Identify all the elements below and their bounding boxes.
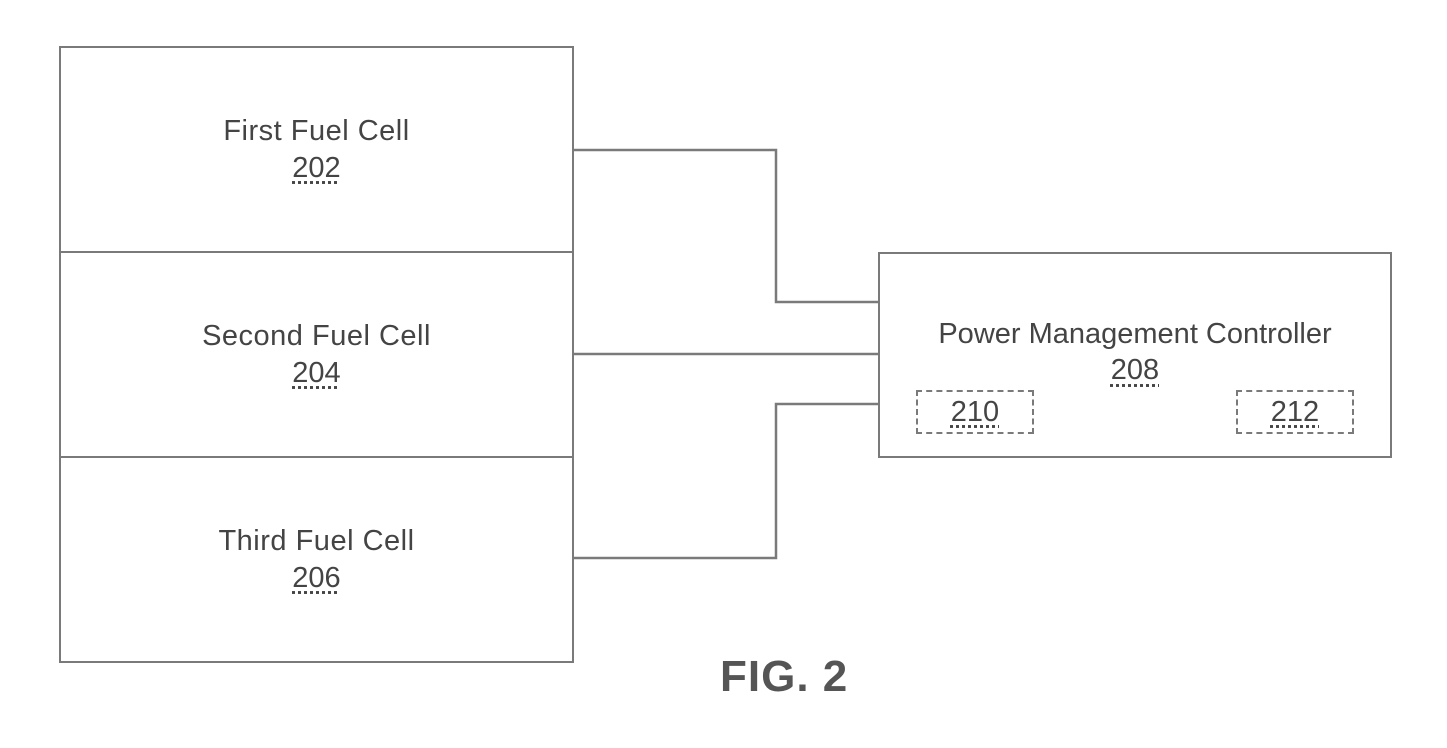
wire-third-to-controller	[574, 404, 878, 558]
wire-first-to-controller	[574, 150, 878, 302]
sub-component-right: 212	[1236, 390, 1354, 434]
controller-ref: 208	[880, 354, 1390, 387]
controller-label: Power Management Controller	[880, 318, 1390, 351]
sub-component-right-ref: 212	[1271, 396, 1319, 429]
power-management-controller-box: Power Management Controller 208 210 212	[878, 252, 1392, 458]
sub-component-left: 210	[916, 390, 1034, 434]
sub-component-left-ref: 210	[951, 396, 999, 429]
figure-caption: FIG. 2	[720, 652, 848, 702]
